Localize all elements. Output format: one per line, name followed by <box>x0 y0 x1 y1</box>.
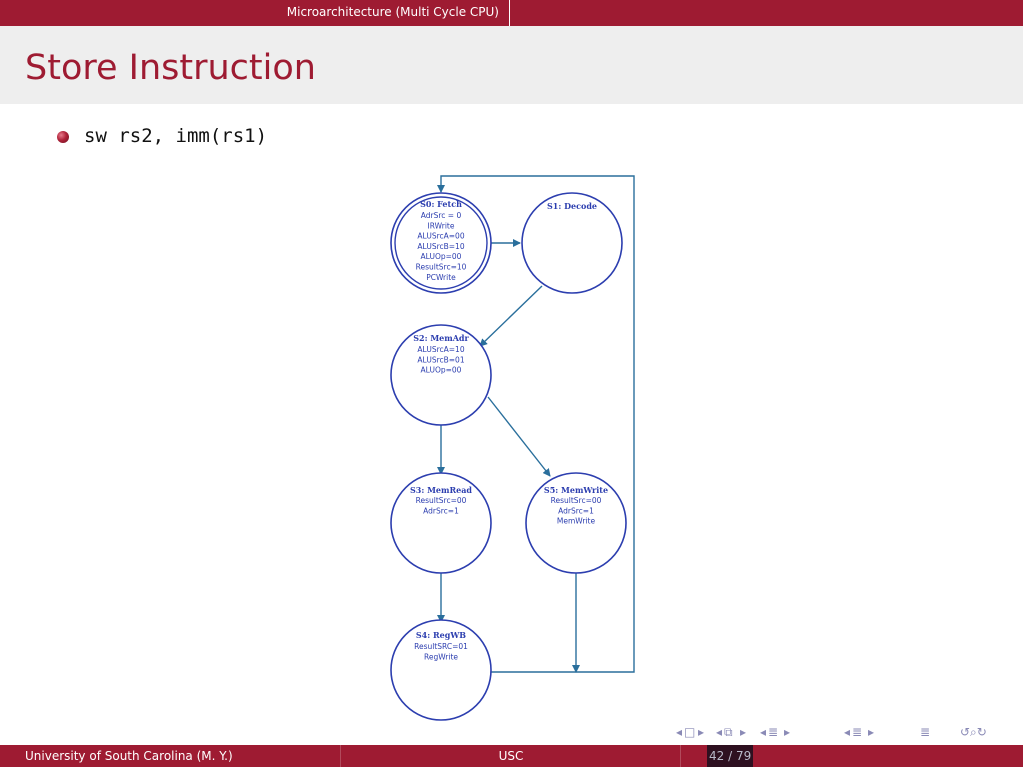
s0-signal-line: ALUSrcA=00 <box>417 232 464 241</box>
bullet-text: sw rs2, imm(rs1) <box>84 125 268 147</box>
frame-icon[interactable]: □ <box>684 725 696 739</box>
state-s1-decode: S1: Decode <box>521 192 623 294</box>
s5-signal-line: AdrSrc=1 <box>558 506 594 515</box>
slide-title: Store Instruction <box>25 48 316 88</box>
s0-signal-line: ALUSrcB=10 <box>417 242 464 251</box>
align-icon[interactable]: ≣ <box>920 725 931 739</box>
state-s3-label: S3: MemRead <box>410 485 472 495</box>
s5-signal-line: MemWrite <box>557 517 596 526</box>
s3-signal-line: ResultSrc=00 <box>416 496 467 505</box>
s4-signal-line: ResultSRC=01 <box>414 642 468 651</box>
search-icon[interactable]: ↺⌕↻ <box>960 725 987 739</box>
s5-signal-line: ResultSrc=00 <box>551 496 602 505</box>
section-title[interactable]: Microarchitecture (Multi Cycle CPU) <box>0 0 510 26</box>
s2-signal-line: ALUSrcB=01 <box>417 355 464 364</box>
s0-signal-line: PCWrite <box>426 273 456 282</box>
s0-signal-line: ALUOp=00 <box>421 252 462 261</box>
subsection-prev-icon[interactable]: ◂ <box>716 725 723 739</box>
page-number: 42 / 79 <box>707 745 754 767</box>
nav-first-icon[interactable]: ◂ <box>676 725 683 739</box>
state-s2-label: S2: MemAdr <box>413 333 469 343</box>
s0-signal-line: AdrSrc = 0 <box>421 211 462 220</box>
footer-author: University of South Carolina (M. Y.) <box>25 749 233 763</box>
subsection-next-icon[interactable]: ▸ <box>740 725 747 739</box>
beamer-navigation: ◂ □ ▸ ◂ ⧉ ▸ ◂ ≣ ▸ ◂ ≣ ▸ ≣ ↺⌕↻ <box>676 724 1016 740</box>
arrow-return-s0 <box>437 175 635 673</box>
s0-signal-line: ResultSrc=10 <box>416 263 467 272</box>
state-s5-label: S5: MemWrite <box>544 485 608 495</box>
section-icon[interactable]: ≣ <box>768 725 779 739</box>
arrow-s1-s2 <box>479 285 543 347</box>
s2-signal-line: ALUSrcA=10 <box>417 345 464 354</box>
header-bar: Microarchitecture (Multi Cycle CPU) <box>0 0 1023 26</box>
arrow-s2-s5 <box>487 396 551 477</box>
nav-next-icon[interactable]: ▸ <box>698 725 705 739</box>
state-s0-label: S0: Fetch <box>420 199 462 209</box>
state-s1-label: S1: Decode <box>547 201 597 211</box>
s2-signal-line: ALUOp=00 <box>421 366 462 375</box>
s0-signal-line: IRWrite <box>428 221 455 230</box>
subsubsection-prev-icon[interactable]: ◂ <box>844 725 851 739</box>
subsection-icon[interactable]: ⧉ <box>724 725 733 739</box>
bullet-icon <box>57 131 69 143</box>
title-band: Store Instruction <box>0 26 1023 104</box>
footer-institution: USC <box>340 745 681 767</box>
subsubsection-next-icon[interactable]: ▸ <box>868 725 875 739</box>
section-next-icon[interactable]: ▸ <box>784 725 791 739</box>
footer-page-area: 42 / 79 <box>680 745 1023 767</box>
section-prev-icon[interactable]: ◂ <box>760 725 767 739</box>
subsubsection-icon[interactable]: ≣ <box>852 725 863 739</box>
state-s4-label: S4: RegWB <box>416 630 466 640</box>
s3-signal-line: AdrSrc=1 <box>423 506 459 515</box>
s4-signal-line: RegWrite <box>424 652 458 661</box>
fsm-arrows <box>437 175 635 673</box>
footer-bar: University of South Carolina (M. Y.) USC… <box>0 745 1023 767</box>
